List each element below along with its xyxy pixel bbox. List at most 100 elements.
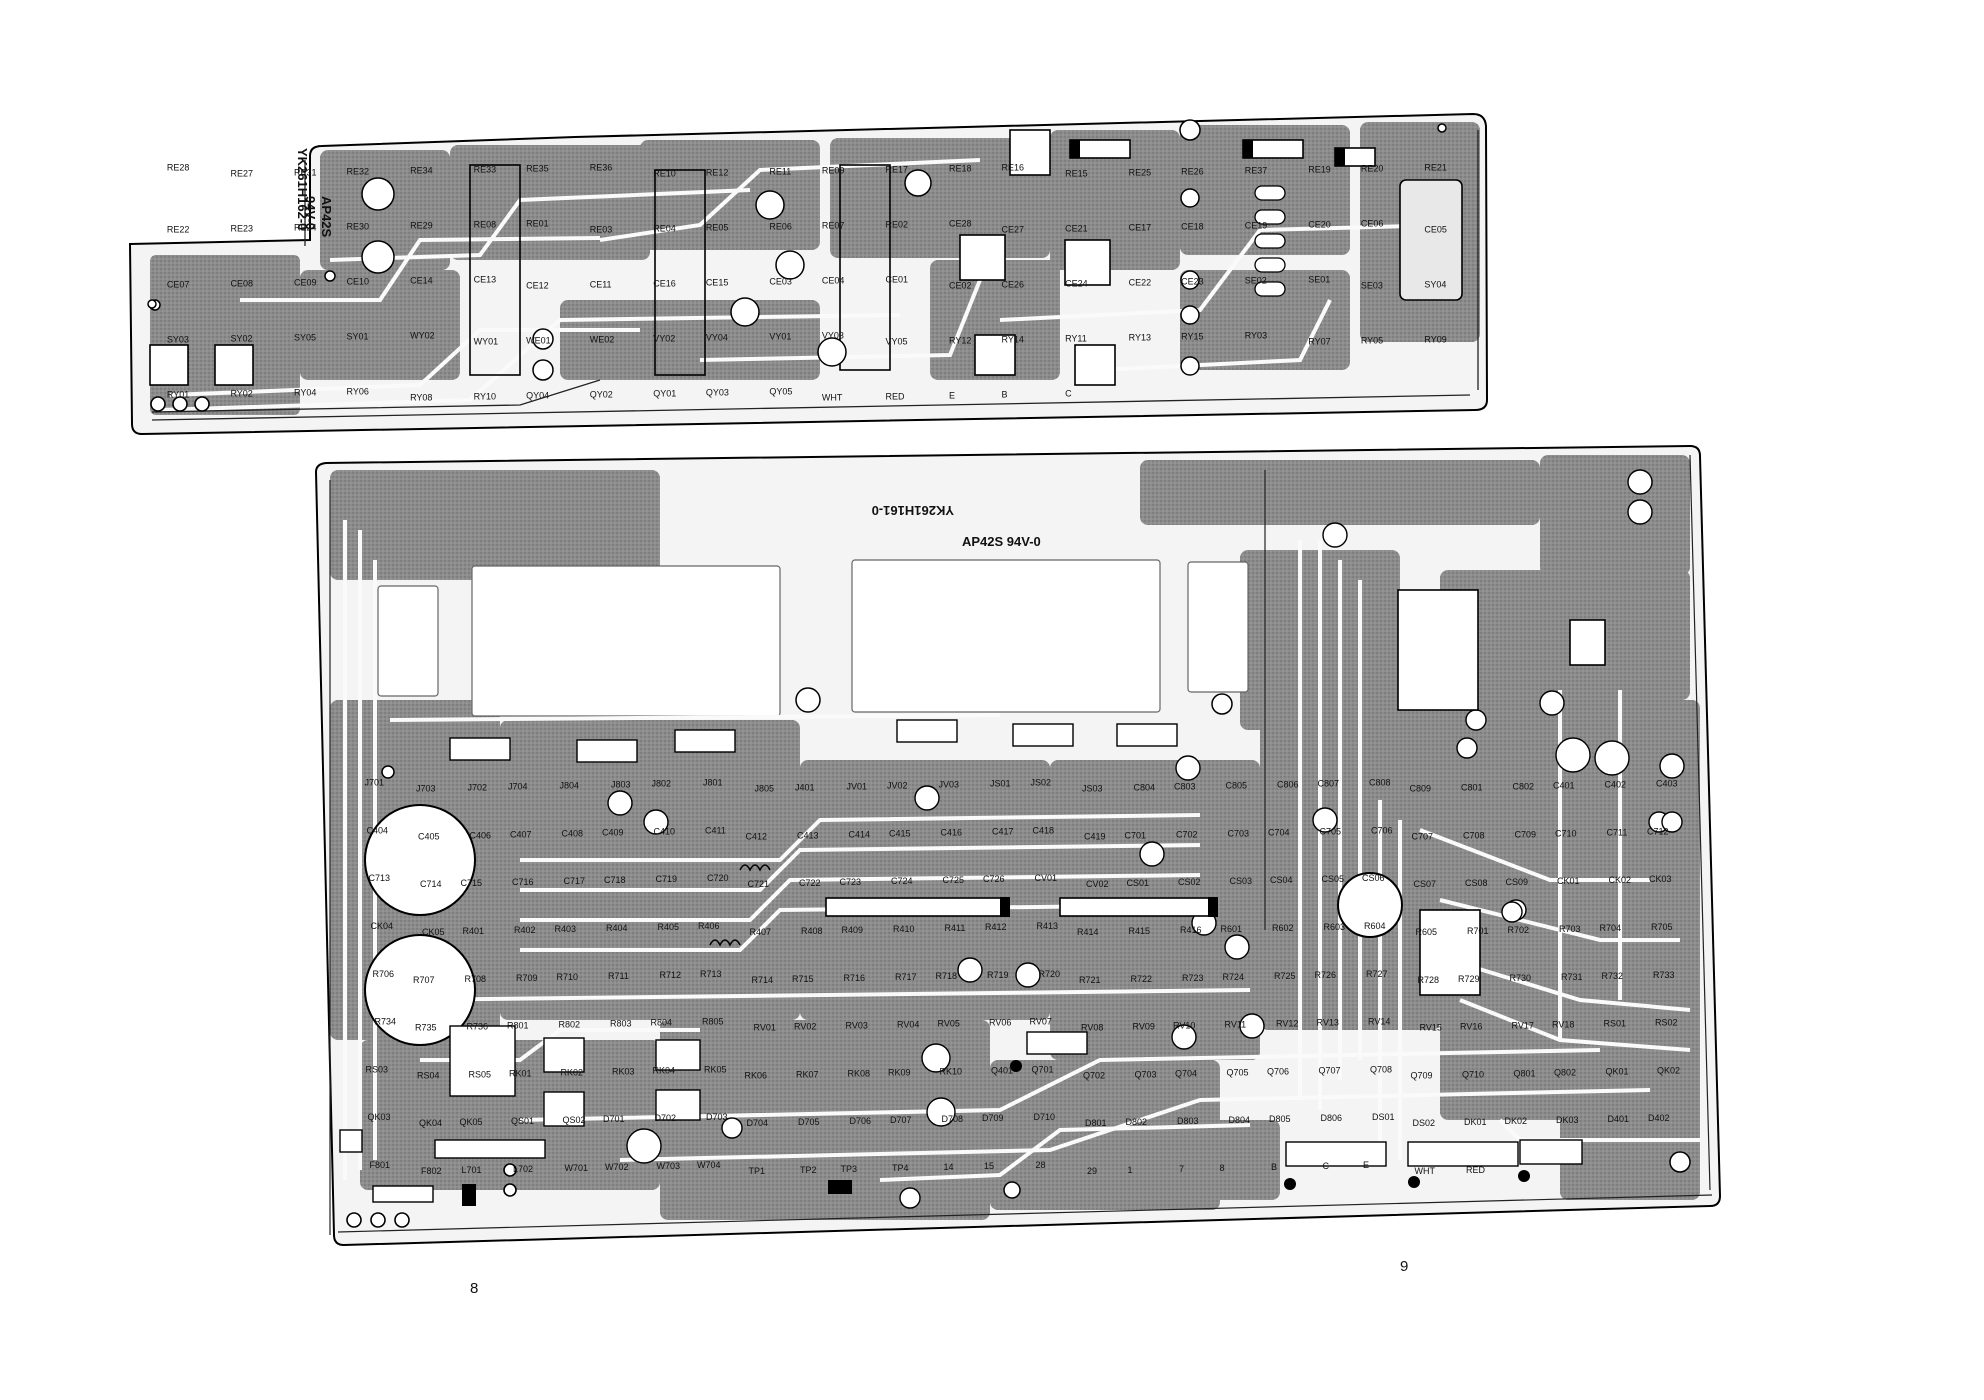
component-label: RK07 bbox=[796, 1069, 819, 1079]
component-label: RY10 bbox=[474, 392, 496, 402]
component-label: D706 bbox=[850, 1116, 872, 1126]
component-label: C718 bbox=[604, 875, 626, 885]
component-label: TP2 bbox=[800, 1165, 817, 1175]
component-label: RY08 bbox=[410, 393, 432, 403]
component-label: RK03 bbox=[612, 1066, 635, 1076]
component-label: R717 bbox=[895, 972, 917, 982]
lower-traces bbox=[343, 520, 1700, 1182]
upper-transistors bbox=[1254, 185, 1286, 297]
component-label: RY13 bbox=[1129, 333, 1151, 343]
component-label: R604 bbox=[1364, 921, 1386, 931]
component-label: J702 bbox=[468, 783, 488, 793]
component-label: R704 bbox=[1600, 923, 1622, 933]
component-label: E bbox=[949, 391, 955, 401]
component-label: R705 bbox=[1651, 922, 1673, 932]
component-label: CS02 bbox=[1178, 877, 1201, 887]
component-label: C412 bbox=[746, 831, 768, 841]
component-label: C721 bbox=[748, 879, 770, 889]
page-number-right: 9 bbox=[1400, 1258, 1409, 1275]
component-label: J704 bbox=[508, 782, 528, 792]
component-label: D402 bbox=[1648, 1113, 1670, 1123]
component-label: R710 bbox=[557, 972, 579, 982]
component-label: SY05 bbox=[294, 333, 316, 343]
component-label: RK05 bbox=[704, 1064, 727, 1074]
component-label: R723 bbox=[1182, 973, 1204, 983]
component-label: DK03 bbox=[1556, 1115, 1579, 1125]
component-label: C416 bbox=[941, 827, 963, 837]
component-label: C808 bbox=[1369, 778, 1391, 788]
component-label: R734 bbox=[375, 1017, 397, 1027]
component-label: R401 bbox=[463, 926, 485, 936]
lower-board-rating: AP42S 94V-0 bbox=[962, 534, 1041, 549]
component-label: CS03 bbox=[1230, 876, 1253, 886]
component-label: R404 bbox=[606, 923, 628, 933]
component-label: W702 bbox=[605, 1162, 629, 1172]
component-label: CE17 bbox=[1129, 223, 1152, 233]
component-label: C406 bbox=[470, 830, 492, 840]
component-label: R712 bbox=[660, 970, 682, 980]
component-label: CE26 bbox=[1002, 280, 1025, 290]
component-label: R603 bbox=[1324, 922, 1346, 932]
component-label: R409 bbox=[842, 925, 864, 935]
component-label: RV12 bbox=[1276, 1019, 1298, 1029]
component-label: CE03 bbox=[769, 277, 792, 287]
component-label: QY02 bbox=[590, 390, 613, 400]
component-label: Q702 bbox=[1083, 1070, 1105, 1080]
component-label: C402 bbox=[1605, 780, 1627, 790]
component-label: RED bbox=[1466, 1165, 1486, 1175]
component-label: RE24 bbox=[294, 223, 317, 233]
component-label: C413 bbox=[797, 830, 819, 840]
component-label: CE12 bbox=[526, 281, 549, 291]
component-label: RY11 bbox=[1065, 334, 1087, 344]
component-label: C713 bbox=[369, 873, 391, 883]
component-label: JS01 bbox=[990, 779, 1011, 789]
component-label: CK03 bbox=[1649, 874, 1672, 884]
component-label: Q801 bbox=[1514, 1068, 1536, 1078]
component-label: TP3 bbox=[841, 1164, 858, 1174]
component-label: RE01 bbox=[526, 219, 549, 229]
component-label: RE34 bbox=[410, 166, 433, 176]
component-label: CS05 bbox=[1322, 874, 1345, 884]
component-label: J801 bbox=[703, 778, 723, 788]
component-label: RV06 bbox=[989, 1018, 1011, 1028]
component-label: RS05 bbox=[469, 1069, 492, 1079]
component-label: C724 bbox=[891, 876, 913, 886]
component-label: D805 bbox=[1269, 1114, 1291, 1124]
component-label: C410 bbox=[654, 826, 676, 836]
component-label: RE05 bbox=[706, 223, 729, 233]
component-label: Q704 bbox=[1175, 1068, 1197, 1078]
component-label: RE32 bbox=[347, 167, 370, 177]
upper-board-id: YK261H162-0 bbox=[295, 148, 310, 230]
component-label: R729 bbox=[1458, 974, 1480, 984]
lower-jack-pins bbox=[346, 1163, 517, 1228]
upper-jack-pins bbox=[150, 396, 210, 412]
component-label: J802 bbox=[652, 779, 672, 789]
component-label: RV17 bbox=[1512, 1021, 1534, 1031]
component-label: RY12 bbox=[949, 336, 971, 346]
component-label: RE19 bbox=[1308, 165, 1331, 175]
component-label: C404 bbox=[367, 825, 389, 835]
component-label: Q710 bbox=[1462, 1069, 1484, 1079]
component-label: Q703 bbox=[1135, 1069, 1157, 1079]
lower-ics bbox=[825, 589, 1606, 996]
component-label: CE28 bbox=[949, 219, 972, 229]
component-label: RED bbox=[885, 392, 905, 402]
component-label: C409 bbox=[602, 827, 624, 837]
component-label: RE37 bbox=[1245, 166, 1268, 176]
component-label: J805 bbox=[755, 784, 775, 794]
component-label: 15 bbox=[984, 1161, 994, 1171]
component-label: RE36 bbox=[590, 163, 613, 173]
component-label: 14 bbox=[944, 1162, 954, 1172]
component-label: RV08 bbox=[1081, 1023, 1103, 1033]
component-label: R724 bbox=[1223, 972, 1245, 982]
component-label: W704 bbox=[697, 1160, 721, 1170]
component-label: R713 bbox=[700, 969, 722, 979]
component-label: RE07 bbox=[822, 221, 845, 231]
component-label: C703 bbox=[1228, 828, 1250, 838]
component-label: JV02 bbox=[887, 781, 908, 791]
component-label: J701 bbox=[365, 778, 385, 788]
component-label: RY05 bbox=[1361, 336, 1383, 346]
component-label: RV14 bbox=[1368, 1017, 1390, 1027]
component-label: C714 bbox=[420, 879, 442, 889]
